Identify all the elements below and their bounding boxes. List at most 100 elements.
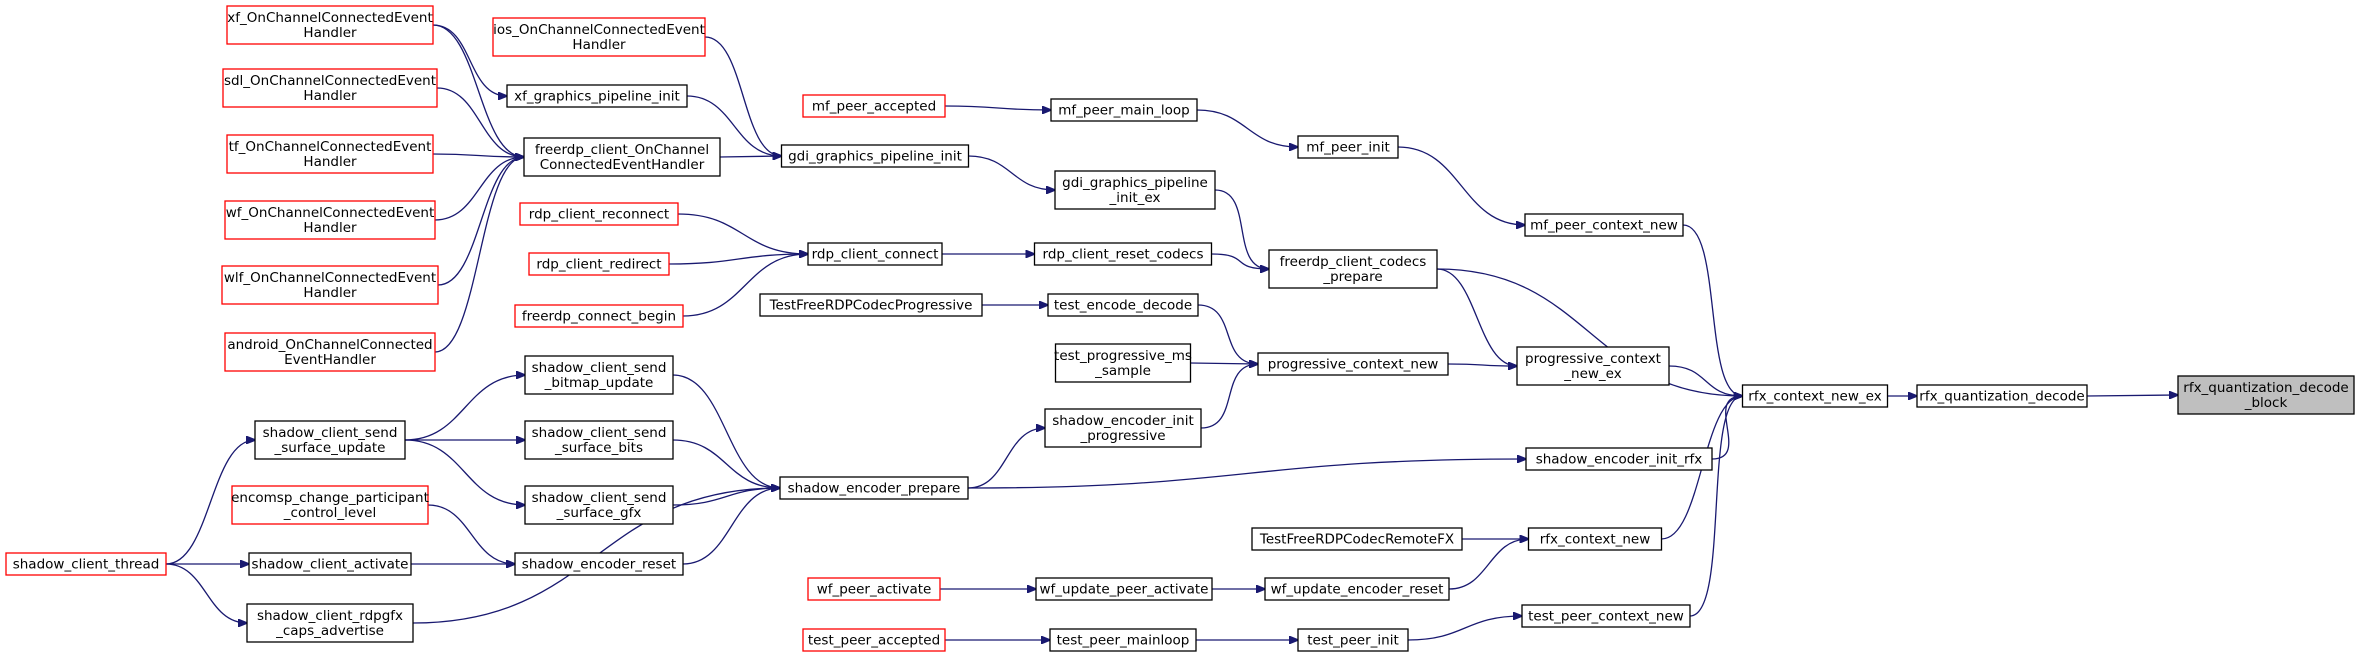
node-label: freerdp_connect_begin [522,309,676,325]
node-fcocceh[interactable]: freerdp_client_OnChannelConnectedEventHa… [523,137,721,177]
node-label: EventHandler [284,352,376,368]
node-label: _sample [1094,363,1151,379]
node-label: _caps_advertise [275,623,384,639]
node-scssu[interactable]: shadow_client_send_surface_update [254,420,406,460]
node-box [1521,604,1691,628]
node-box [1257,352,1449,376]
node-rcn[interactable]: rfx_context_new [1527,527,1663,551]
node-box [1741,384,1889,408]
node-ecpcl[interactable]: encomsp_change_participant_control_level [231,485,429,525]
node-scssb[interactable]: shadow_client_send_surface_bits [524,420,674,460]
node-box [528,252,670,276]
node-fcb[interactable]: freerdp_connect_begin [514,304,684,328]
node-seirfx[interactable]: shadow_encoder_init_rfx [1525,447,1713,471]
node-fcp[interactable]: freerdp_client_codecs_prepare [1268,249,1438,289]
node-label: shadow_client_thread [13,557,160,573]
edge-wfocceh-to-fcocceh [434,157,524,221]
node-rcne[interactable]: rfx_context_new_ex [1741,384,1889,408]
node-mfpi[interactable]: mf_peer_init [1297,135,1399,159]
node-scsbu[interactable]: shadow_client_send_bitmap_update [524,355,674,395]
node-tfrcp[interactable]: TestFreeRDPCodecProgressive [759,293,983,317]
node-sep[interactable]: shadow_encoder_prepare [779,476,969,500]
node-tpi[interactable]: test_peer_init [1297,628,1409,652]
edge-mfpml-to-mfpi [1196,109,1298,147]
node-mfpa[interactable]: mf_peer_accepted [802,94,946,118]
node-box [1516,346,1670,386]
node-pcnex[interactable]: progressive_context_new_ex [1516,346,1670,386]
node-tfrcrfx[interactable]: TestFreeRDPCodecRemoteFX [1251,527,1463,551]
node-label: rdp_client_redirect [536,257,661,273]
node-rqd[interactable]: rfx_quantization_decode [1916,384,2088,408]
node-label: rfx_quantization_decode [1919,389,2084,405]
node-tpa[interactable]: test_peer_accepted [802,628,946,652]
node-box [492,17,706,57]
node-box [514,304,684,328]
node-label: test_peer_accepted [808,633,940,649]
node-seip[interactable]: shadow_encoder_init_progressive [1044,408,1202,448]
node-label: _surface_gfx [556,505,642,521]
node-tpms[interactable]: test_progressive_ms_sample [1054,343,1192,383]
node-box [1264,577,1450,601]
node-label: Handler [303,154,357,170]
node-label: mf_peer_init [1306,140,1390,156]
node-box [1047,293,1199,317]
node-box [519,202,679,226]
node-scssg[interactable]: shadow_client_send_surface_gfx [524,485,674,525]
node-tpml[interactable]: test_peer_mainloop [1049,628,1197,652]
node-label: wlf_OnChannelConnectedEvent [224,270,436,286]
edge-fcb-to-rcc [682,254,808,317]
node-mfpml[interactable]: mf_peer_main_loop [1050,98,1198,122]
node-tpcn[interactable]: test_peer_context_new [1521,604,1691,628]
node-label: freerdp_client_OnChannel [535,142,709,158]
node-ggpie[interactable]: gdi_graphics_pipeline_init_ex [1054,170,1216,210]
node-label: gdi_graphics_pipeline_init [788,149,962,165]
node-box [524,485,674,525]
node-ted[interactable]: test_encode_decode [1047,293,1199,317]
node-label: ios_OnChannelConnectedEvent [493,22,705,38]
node-ggpi[interactable]: gdi_graphics_pipeline_init [780,144,970,168]
node-rcredir[interactable]: rdp_client_redirect [528,252,670,276]
node-box [226,134,434,174]
node-xfgpi[interactable]: xf_graphics_pipeline_init [506,84,688,108]
node-label: encomsp_change_participant [231,490,429,506]
node-label: Handler [303,88,357,104]
edge-scssu-to-scsbu [404,375,525,441]
node-wfuer[interactable]: wf_update_encoder_reset [1264,577,1450,601]
node-wfpa[interactable]: wf_peer_activate [807,577,941,601]
node-mfpcn[interactable]: mf_peer_context_new [1524,213,1684,237]
node-label: rdp_client_connect [812,247,939,263]
edge-fcp-to-rcne [1436,268,1743,396]
node-sct[interactable]: shadow_client_thread [5,552,167,576]
node-box [780,144,970,168]
node-target[interactable]: rfx_quantization_decode_block [2177,375,2355,415]
node-sca[interactable]: shadow_client_activate [248,552,412,576]
node-pcn[interactable]: progressive_context_new [1257,352,1449,376]
node-box [1054,343,1192,383]
edge-seirfx-to-rcne [1711,396,1743,460]
node-box [1049,628,1197,652]
edge-sct-to-scrca [165,563,247,623]
node-box [1297,135,1399,159]
node-scrca[interactable]: shadow_client_rdpgfx_caps_advertise [246,603,414,643]
node-label: shadow_encoder_init [1052,413,1194,429]
node-label: rdp_client_reset_codecs [1043,247,1204,263]
node-box [759,293,983,317]
node-ser[interactable]: shadow_encoder_reset [514,552,684,576]
edge-ted-to-pcn [1197,304,1258,364]
node-label: _prepare [1322,269,1382,285]
node-label: gdi_graphics_pipeline [1062,175,1208,191]
edge-seip-to-pcn [1200,364,1258,429]
node-label: _progressive [1079,428,1165,444]
node-rcrecon[interactable]: rdp_client_reconnect [519,202,679,226]
node-rcc[interactable]: rdp_client_connect [807,242,943,266]
node-label: rfx_context_new [1540,532,1651,548]
node-wfupa[interactable]: wf_update_peer_activate [1035,577,1213,601]
node-rcrc[interactable]: rdp_client_reset_codecs [1033,242,1213,266]
